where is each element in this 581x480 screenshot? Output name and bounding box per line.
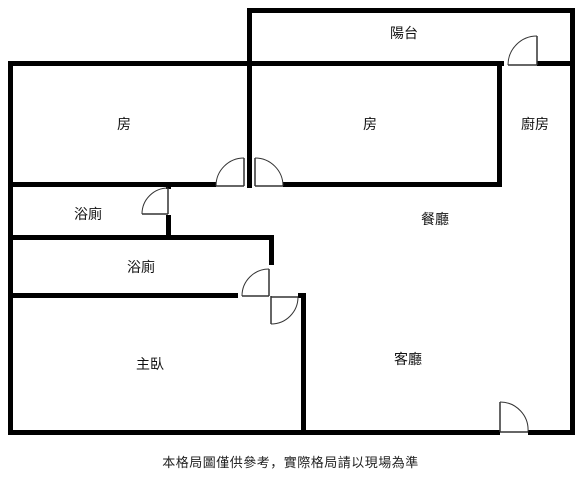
door-bedroom-left[interactable]: [215, 157, 245, 187]
wall-master-right: [301, 293, 306, 435]
wall-bedroom-divider: [247, 61, 252, 188]
wall-bath1-bottom: [8, 235, 274, 240]
wall-bedroom-mid-bottom: [283, 182, 502, 187]
disclaimer-note: 本格局圖僅供參考，實際格局請以現場為準: [162, 456, 419, 471]
wall-main-top-right: [252, 61, 504, 66]
label-master-bedroom: 主臥: [136, 357, 164, 373]
wall-balcony-right: [570, 8, 575, 65]
wall-bath1-right-stub: [166, 185, 171, 189]
wall-kitchen-top: [537, 61, 575, 66]
label-bedroom-left: 房: [117, 117, 131, 133]
wall-left-outer: [8, 61, 13, 435]
label-bedroom-middle: 房: [363, 117, 377, 133]
label-kitchen: 廚房: [521, 116, 549, 133]
wall-bottom-outer-left: [8, 430, 300, 435]
door-bathroom-2[interactable]: [241, 268, 270, 297]
label-living-room: 客廳: [394, 351, 422, 368]
wall-bath2-right: [269, 235, 274, 265]
door-bathroom-1[interactable]: [141, 187, 169, 215]
label-balcony: 陽台: [390, 26, 418, 42]
wall-balcony-left: [247, 8, 252, 68]
door-balcony[interactable]: [507, 35, 538, 66]
wall-kitchen-divider: [497, 61, 502, 185]
wall-bottom-outer-right: [300, 430, 500, 435]
label-bathroom-1: 浴廁: [74, 206, 102, 223]
wall-bedroom-left-bottom: [8, 182, 216, 187]
wall-balcony-top: [247, 8, 575, 13]
wall-right-outer: [570, 61, 575, 435]
label-dining: 餐廳: [421, 211, 449, 228]
wall-main-top-left: [8, 61, 252, 66]
label-bathroom-2: 浴廁: [127, 259, 155, 276]
wall-bath1-right: [166, 215, 171, 240]
door-master-bedroom[interactable]: [270, 296, 299, 325]
wall-bottom-outer-end: [528, 430, 575, 435]
wall-bath2-bottom: [8, 293, 238, 298]
door-bedroom-middle[interactable]: [254, 157, 284, 187]
door-entrance[interactable]: [499, 401, 529, 433]
